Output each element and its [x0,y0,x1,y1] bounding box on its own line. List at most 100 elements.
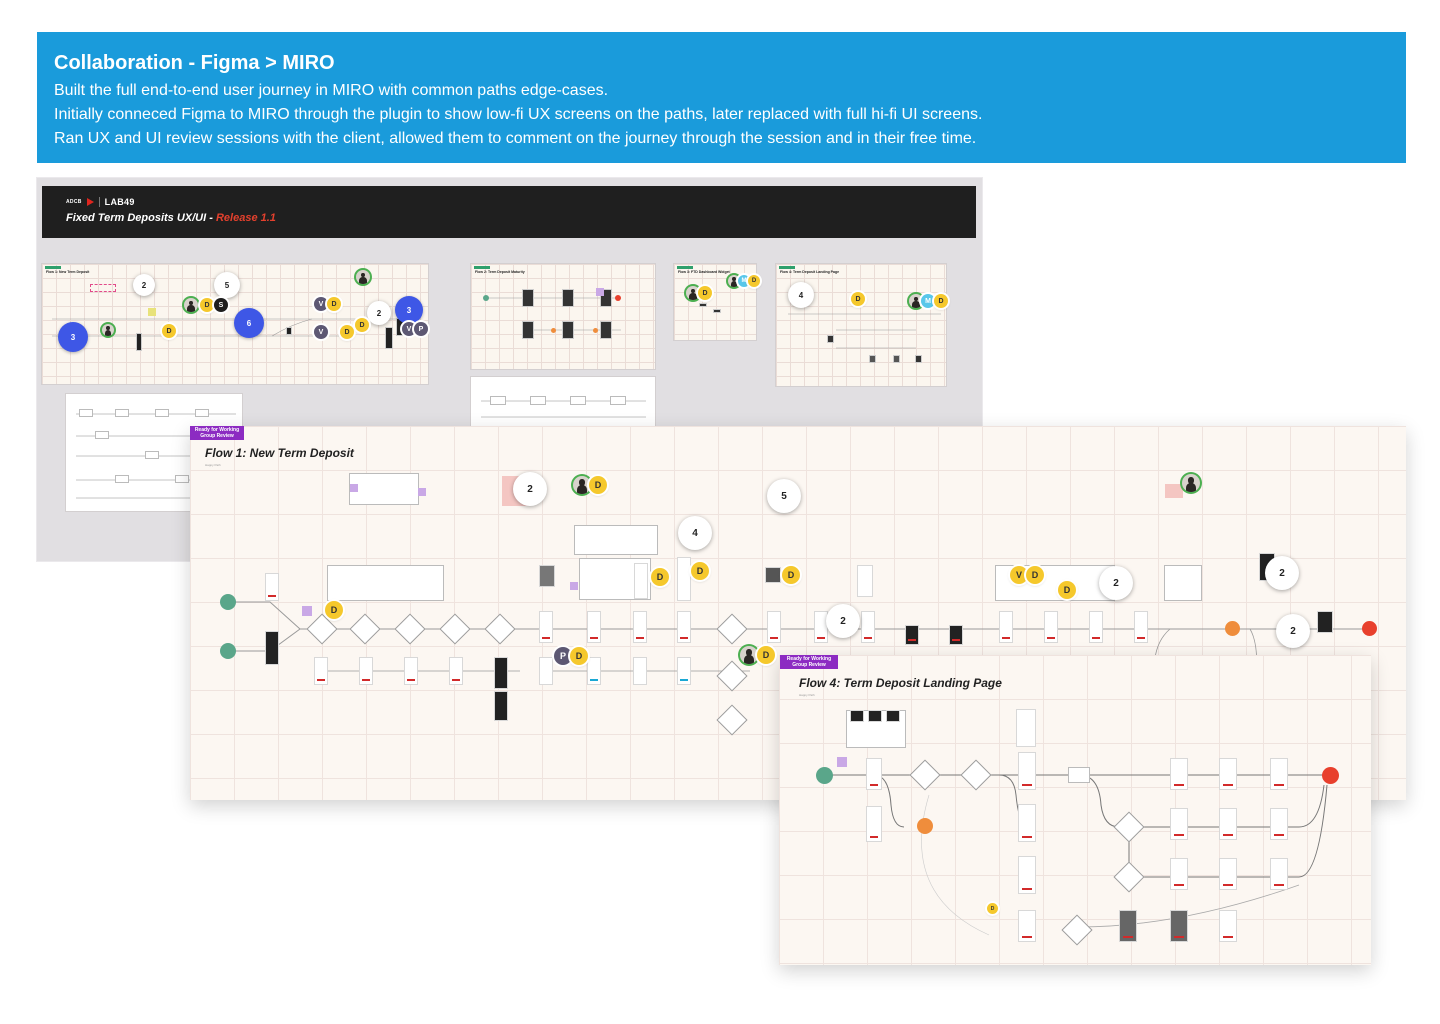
ux-screen[interactable] [405,658,417,684]
ux-screen[interactable] [862,612,874,642]
user-badge-d[interactable]: D [651,568,669,586]
user-avatar[interactable] [184,298,198,312]
comment-count-badge[interactable]: 2 [826,604,860,638]
ready-for-review-tag[interactable]: Ready for Working Group Review [190,426,244,440]
ui-screen[interactable] [1271,859,1287,889]
user-badge-d[interactable]: D [355,318,369,332]
mini-frame-flow-3[interactable]: Flow 3: FTD Dashboard Widget D M D [674,264,760,340]
comment-count-badge[interactable]: 4 [678,516,712,550]
user-badge-d[interactable]: D [782,566,800,584]
ui-screen[interactable] [1220,759,1236,789]
screen-group[interactable] [328,566,443,600]
ui-screen[interactable] [766,568,780,582]
user-badge-d[interactable]: D [987,903,998,914]
comment-count-badge[interactable]: 5 [767,479,801,513]
ui-screen[interactable] [1171,859,1187,889]
flowchart-card[interactable] [575,526,657,554]
user-badge-d[interactable]: D [325,601,343,619]
user-avatar[interactable] [686,286,700,300]
sticky-note[interactable] [1165,484,1183,498]
ui-screen[interactable] [887,711,899,721]
ux-screen[interactable] [588,658,600,684]
ui-screen[interactable] [1220,859,1236,889]
ux-screen[interactable] [540,658,552,684]
ui-screen[interactable] [950,626,962,644]
ui-screen[interactable] [1019,911,1035,941]
user-badge-d[interactable]: D [691,562,709,580]
user-badge-d[interactable]: D [851,292,865,306]
sticky-note[interactable] [837,757,847,767]
ui-screen[interactable] [1220,911,1236,941]
ux-screen[interactable] [360,658,372,684]
ux-screen[interactable] [678,558,690,600]
ui-screen[interactable] [1120,911,1136,941]
ux-screen[interactable] [634,612,646,642]
comment-count-badge[interactable]: 2 [1276,614,1310,648]
user-badge-d[interactable]: D [1026,566,1044,584]
ui-screen[interactable] [1019,805,1035,841]
comment-count-badge[interactable]: 2 [133,274,155,296]
sticky-note[interactable] [418,488,426,496]
user-avatar[interactable] [909,294,923,308]
ready-for-review-tag[interactable]: Ready for Working Group Review [780,655,838,669]
screen-group[interactable] [1165,566,1201,600]
user-avatar[interactable] [573,476,591,494]
user-badge-d[interactable]: D [757,646,775,664]
ui-screen[interactable] [869,711,881,721]
user-badge-v[interactable]: V [1010,566,1028,584]
ui-screen[interactable] [1171,911,1187,941]
ux-screen[interactable] [1017,710,1035,746]
ui-screen[interactable] [906,626,918,644]
ui-screen[interactable] [1271,809,1287,839]
ui-screen[interactable] [1019,753,1035,789]
ui-screen[interactable] [1019,857,1035,893]
user-badge-p[interactable]: P [414,322,428,336]
ux-screen[interactable] [540,612,552,642]
user-badge-d[interactable]: D [570,647,588,665]
sticky-note[interactable] [302,606,312,616]
flow-4-panel[interactable]: Flow 4: Term Deposit Landing Page Happy … [779,655,1371,965]
user-badge-v[interactable]: V [314,325,328,339]
mini-frame-flow-4[interactable]: Flow 4: Term Deposit Landing Page 4 D M … [776,264,948,386]
user-badge-m[interactable]: M [921,294,935,308]
user-badge-d[interactable]: D [934,294,948,308]
cursor-count-badge[interactable]: 6 [234,308,264,338]
ux-screen[interactable] [858,566,872,596]
user-badge-d[interactable]: D [748,275,760,287]
ui-screen[interactable] [867,759,881,789]
ux-screen[interactable] [1045,612,1057,642]
ux-screen[interactable] [768,612,780,642]
mini-frame-flow-2[interactable]: Flow 2: Term Deposit Maturity [471,264,655,369]
ui-screen[interactable] [1220,809,1236,839]
ui-screen[interactable] [1171,809,1187,839]
ui-screen[interactable] [867,807,881,841]
ui-screen[interactable] [851,711,863,721]
ux-screen[interactable] [634,658,646,684]
user-avatar[interactable] [356,270,370,284]
ux-screen[interactable] [1090,612,1102,642]
user-avatar[interactable] [740,646,758,664]
comment-count-badge[interactable]: 2 [513,472,547,506]
user-badge-p[interactable]: P [554,647,572,665]
user-avatar[interactable] [102,324,114,336]
user-badge-v[interactable]: V [402,322,416,336]
sticky-note[interactable] [570,582,578,590]
user-badge-d[interactable]: D [327,297,341,311]
ux-screen[interactable] [315,658,327,684]
user-badge-d[interactable]: D [162,324,176,338]
ux-screen[interactable] [266,632,278,664]
ux-screen[interactable] [678,658,690,684]
ux-screen[interactable] [266,574,278,600]
ui-screen[interactable] [495,658,507,688]
mini-frame-flow-1[interactable]: Flow 1: New Term Deposit 2 5 D S V D 2 3… [42,264,428,384]
user-badge-m[interactable]: M [738,275,750,287]
ui-screen[interactable] [1171,759,1187,789]
sticky-note[interactable] [350,484,358,492]
cursor-count-badge[interactable]: 3 [395,296,423,324]
ux-screen[interactable] [678,612,690,642]
ux-screen[interactable] [1135,612,1147,642]
user-badge-d[interactable]: D [340,325,354,339]
comment-count-badge[interactable]: 2 [1265,556,1299,590]
ui-screen[interactable] [495,692,507,720]
user-badge-d[interactable]: D [589,476,607,494]
